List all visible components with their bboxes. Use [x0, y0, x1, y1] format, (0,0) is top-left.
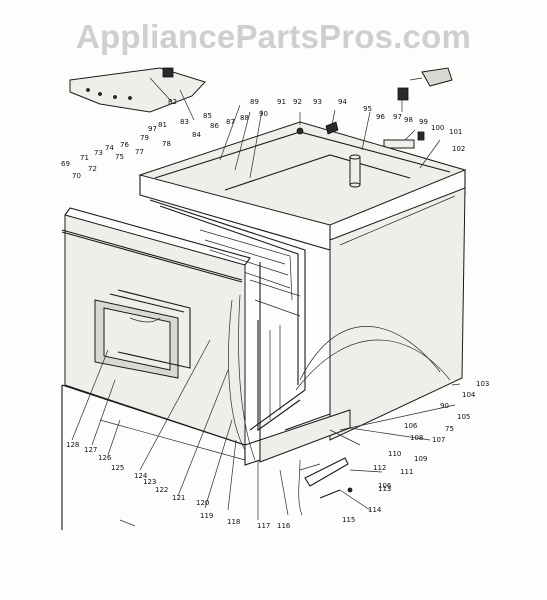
part-label: 71 — [80, 154, 89, 162]
part-label: 99 — [419, 118, 428, 126]
side-panel — [329, 187, 466, 441]
part-label: 100 — [431, 124, 444, 132]
part-label: 81 — [158, 121, 167, 129]
part-label: 98 — [404, 116, 413, 124]
cabinet-top — [138, 121, 467, 251]
part-label: 75 — [115, 153, 124, 161]
part-label: 89 — [250, 98, 259, 106]
part-label: 113 — [378, 485, 391, 493]
top-panel-part — [69, 67, 206, 113]
part-label: 72 — [88, 165, 97, 173]
part-label: 112 — [373, 464, 386, 472]
watermark-text: AppliancePartsPros.com — [75, 18, 472, 55]
part-label: 90 — [440, 402, 449, 410]
part-label: 106 — [404, 422, 418, 430]
part-label: 78 — [162, 140, 171, 148]
part-label: 108 — [410, 434, 423, 442]
part-label: 117 — [257, 522, 270, 530]
part-label: 119 — [200, 512, 213, 520]
thermostat-part — [383, 67, 453, 149]
part-label: 82 — [168, 98, 177, 106]
part-label: 121 — [172, 494, 185, 502]
part-label: 116 — [277, 522, 291, 530]
part-label: 70 — [72, 172, 81, 180]
part-number-labels: 97 81 82 83 79 76 78 84 85 86 87 88 89 9… — [61, 98, 489, 530]
part-label: 75 — [445, 425, 454, 433]
part-label: 79 — [140, 134, 149, 142]
part-label: 118 — [227, 518, 240, 526]
part-label: 86 — [210, 122, 219, 130]
part-label: 104 — [462, 391, 476, 399]
part-label: 69 — [61, 160, 70, 168]
part-label: 106 — [378, 482, 392, 490]
leader-lines — [71, 77, 461, 520]
part-label: 97 — [148, 125, 157, 133]
part-label: 87 — [226, 118, 235, 126]
part-label: 122 — [155, 486, 168, 494]
kick-plate — [61, 384, 261, 530]
part-label: 93 — [313, 98, 322, 106]
part-label: 101 — [449, 128, 462, 136]
part-label: 83 — [180, 118, 189, 126]
part-label: 114 — [368, 506, 382, 514]
door-window — [94, 289, 191, 379]
part-label: 97 — [393, 113, 402, 121]
part-label: 76 — [120, 141, 129, 149]
drawer-bracket — [259, 409, 353, 499]
part-label: 115 — [342, 516, 355, 524]
part-label: 85 — [203, 112, 212, 120]
part-label: 109 — [414, 455, 427, 463]
part-label: 84 — [192, 131, 201, 139]
part-label: 120 — [196, 499, 209, 507]
part-label: 94 — [338, 98, 347, 106]
part-label: 125 — [111, 464, 124, 472]
part-label: 92 — [293, 98, 302, 106]
part-label: 77 — [135, 148, 144, 156]
part-label: 73 — [94, 149, 103, 157]
part-label: 95 — [363, 105, 372, 113]
part-label: 103 — [476, 380, 489, 388]
part-label: 107 — [432, 436, 445, 444]
part-label: 110 — [388, 450, 401, 458]
part-label: 123 — [143, 478, 156, 486]
part-label: 96 — [376, 113, 385, 121]
part-label: 124 — [134, 472, 148, 480]
part-label: 88 — [240, 114, 249, 122]
part-label: 90 — [259, 110, 268, 118]
part-label: 74 — [105, 144, 114, 152]
part-label: 111 — [400, 468, 413, 476]
part-label: 102 — [452, 145, 465, 153]
part-label: 128 — [66, 441, 79, 449]
part-label: 105 — [457, 413, 470, 421]
part-label: 126 — [98, 454, 112, 462]
wiring-harness — [228, 294, 451, 516]
part-label: 127 — [84, 446, 97, 454]
oven-liner — [149, 199, 306, 432]
part-label: 91 — [277, 98, 286, 106]
